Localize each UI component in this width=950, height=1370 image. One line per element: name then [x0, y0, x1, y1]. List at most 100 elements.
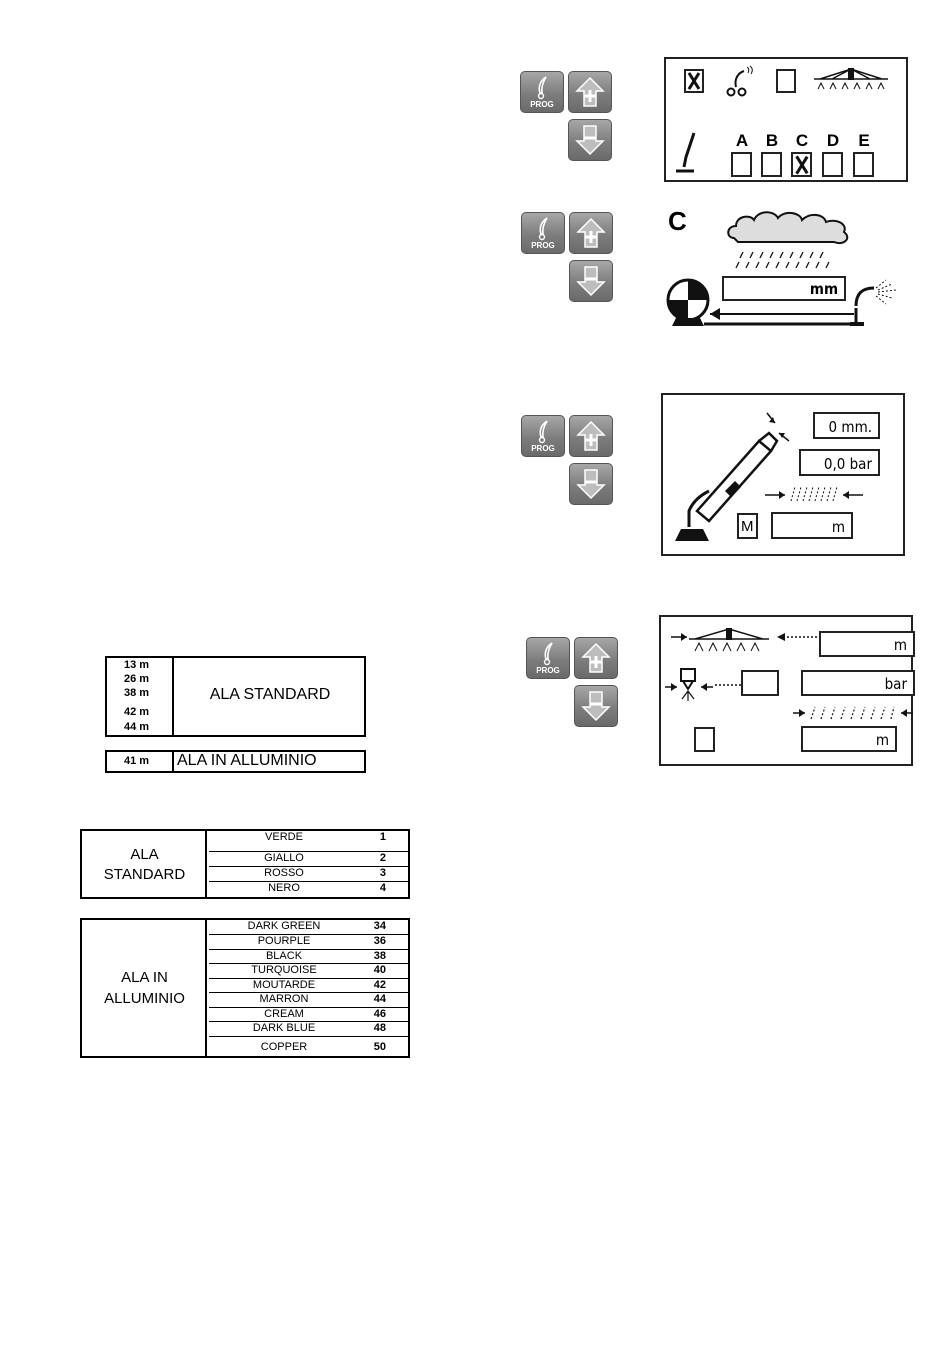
color-code: 3	[380, 867, 386, 879]
minus-arrow-icon	[581, 690, 611, 722]
precipitation-field[interactable]: mm	[722, 276, 846, 301]
sector-letter: B	[760, 131, 784, 151]
color-code: 48	[374, 1022, 386, 1034]
program-letter: C	[668, 206, 687, 237]
sector-a-checkbox[interactable]	[731, 152, 752, 177]
prog-button[interactable]: PROG	[521, 415, 565, 457]
boom-mode-checkbox[interactable]	[776, 69, 796, 93]
reel-mode-checkbox[interactable]	[684, 69, 704, 93]
color-name: MARRON	[209, 993, 359, 1005]
manual-mode-box[interactable]: M	[737, 513, 758, 539]
color-code: 46	[374, 1008, 386, 1020]
keypad-2: PROG	[521, 212, 617, 304]
rain-icon	[730, 248, 840, 272]
minus-button[interactable]	[569, 463, 613, 505]
color-code: 42	[374, 979, 386, 991]
prog-label: PROG	[522, 241, 564, 250]
pressure-field[interactable]: 0,0 bar	[799, 449, 880, 476]
color-name: POURPLE	[209, 935, 359, 947]
prog-button[interactable]: PROG	[521, 212, 565, 254]
sector-e-checkbox[interactable]	[853, 152, 874, 177]
plus-button[interactable]	[568, 71, 612, 113]
nozzle-icon	[663, 665, 753, 705]
nozzle-diameter-field[interactable]: 0 mm.	[813, 412, 880, 439]
color-code: 34	[374, 920, 386, 932]
sector-letter: D	[821, 131, 845, 151]
minus-button[interactable]	[569, 260, 613, 302]
plus-button[interactable]	[574, 637, 618, 679]
sector-c-checkbox[interactable]	[791, 152, 812, 177]
color-code: 38	[374, 950, 386, 962]
wing-label-cell: ALA IN ALLUMINIO	[82, 920, 207, 1056]
minus-button[interactable]	[574, 685, 618, 727]
pressure-value: 0,0 bar	[824, 455, 872, 473]
plus-arrow-icon	[575, 76, 605, 108]
wing-label-line: ALA IN	[82, 969, 207, 986]
plus-arrow-icon	[576, 420, 606, 452]
color-name: VERDE	[209, 831, 359, 843]
color-row: MARRON 44	[209, 992, 408, 1008]
prog-label: PROG	[522, 444, 564, 453]
plus-arrow-icon	[581, 642, 611, 674]
prog-button[interactable]: PROG	[526, 637, 570, 679]
throw-width-icon	[759, 481, 869, 507]
color-code: 40	[374, 964, 386, 976]
length-value: 38 m	[124, 687, 149, 699]
color-row: VERDE 1	[209, 831, 408, 847]
color-row: DARK BLUE 48	[209, 1021, 408, 1037]
sector-letter: E	[852, 131, 876, 151]
sector-d-checkbox[interactable]	[822, 152, 843, 177]
display-sprinkler-settings: 0 mm. 0,0 bar M m	[661, 393, 905, 556]
plus-button[interactable]	[569, 212, 613, 254]
prog-label: PROG	[521, 100, 563, 109]
wing-label-cell: ALA STANDARD	[82, 831, 207, 897]
prog-feather-icon	[533, 419, 553, 445]
wing-label-line: ALLUMINIO	[82, 990, 207, 1007]
precipitation-unit: mm	[810, 280, 838, 298]
wing-length-standard-table: 13 m 26 m 38 m 42 m 44 m ALA STANDARD	[105, 656, 366, 737]
display-mode-selection: A B C D E	[664, 57, 908, 182]
spray-width-icon	[791, 701, 915, 725]
color-code: 4	[380, 882, 386, 894]
wing-length-aluminium-table: 41 m ALA IN ALLUMINIO	[105, 750, 366, 773]
color-name: CREAM	[209, 1008, 359, 1020]
color-code: 2	[380, 852, 386, 864]
color-name: DARK GREEN	[209, 920, 359, 932]
minus-button[interactable]	[568, 119, 612, 161]
color-rows: DARK GREEN 34 POURPLE 36 BLACK 38 TURQUO…	[209, 920, 408, 1056]
color-row: TURQUOISE 40	[209, 963, 408, 979]
boom-width-field[interactable]: m	[819, 631, 915, 657]
color-row: COPPER 50	[209, 1036, 408, 1057]
color-row: POURPLE 36	[209, 934, 408, 950]
minus-arrow-icon	[576, 468, 606, 500]
wing-label-line: ALA	[82, 846, 207, 863]
throw-distance-field[interactable]: m	[771, 512, 853, 539]
color-name: NERO	[209, 882, 359, 894]
reel-cart-icon	[720, 65, 754, 99]
length-value: 26 m	[124, 673, 149, 685]
throw-distance-unit: m	[832, 518, 845, 536]
length-value: 44 m	[124, 721, 149, 733]
keypad-3: PROG	[521, 415, 617, 507]
length-cell: 41 m	[107, 752, 174, 771]
color-row: DARK GREEN 34	[209, 920, 408, 935]
sprinkler-jet-icon	[852, 278, 900, 308]
prog-label: PROG	[527, 666, 569, 675]
sector-letter: C	[790, 131, 814, 151]
plus-button[interactable]	[569, 415, 613, 457]
manual-mode-label: M	[741, 518, 754, 535]
color-code-standard-table: ALA STANDARD VERDE 1 GIALLO 2 ROSSO 3 NE…	[80, 829, 410, 899]
prog-feather-icon	[538, 641, 558, 667]
sector-b-checkbox[interactable]	[761, 152, 782, 177]
spray-boom-icon	[812, 65, 890, 95]
prog-button[interactable]: PROG	[520, 71, 564, 113]
spray-distance-field[interactable]: m	[801, 726, 897, 752]
spray-distance-unit: m	[876, 731, 889, 749]
color-name: ROSSO	[209, 867, 359, 879]
option-checkbox[interactable]	[694, 727, 715, 752]
nozzle-size-box[interactable]	[741, 670, 779, 696]
color-name: COPPER	[209, 1041, 359, 1053]
color-name: TURQUOISE	[209, 964, 359, 976]
minus-arrow-icon	[575, 124, 605, 156]
boom-pressure-field[interactable]: bar	[801, 670, 915, 696]
